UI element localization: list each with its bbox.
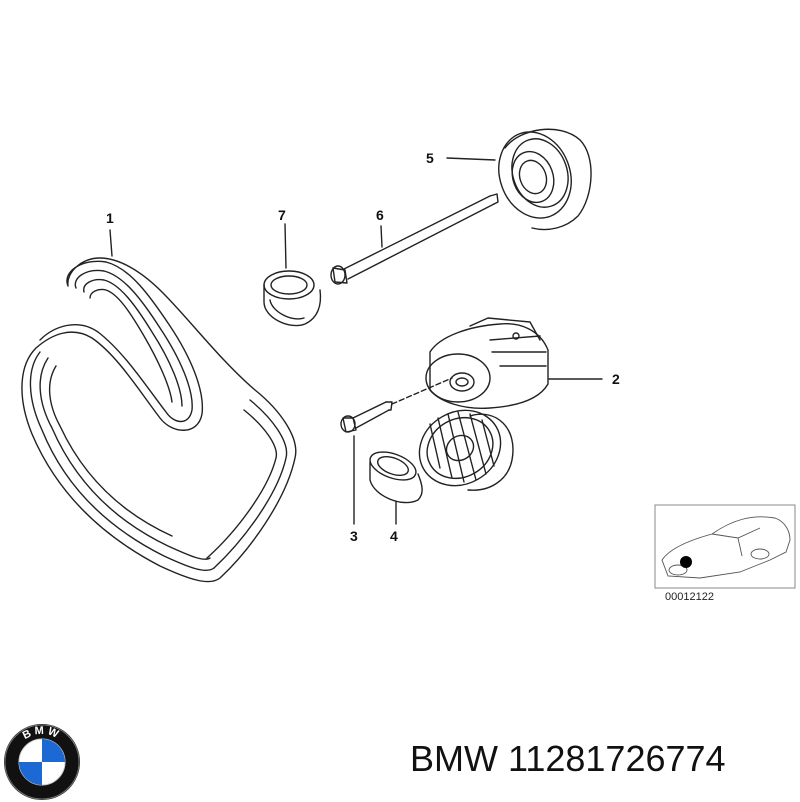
brand-name: BMW (410, 738, 498, 779)
callout-4: 4 (390, 528, 398, 544)
leader-line-6 (380, 225, 383, 248)
svg-text:BMW: BMW (21, 725, 63, 742)
tensioner-bolt-part-3 (340, 377, 453, 433)
tensioner-pulley-wheel (418, 409, 514, 491)
callout-3: 3 (350, 528, 358, 544)
callout-7: 7 (278, 207, 286, 223)
callout-6: 6 (376, 207, 384, 223)
part-number-label: BMW 11281726774 (410, 738, 726, 780)
callout-2: 2 (612, 371, 620, 387)
dust-cap-part-7 (263, 270, 322, 327)
location-marker (680, 556, 692, 568)
bmw-logo: BMW (4, 724, 80, 800)
thumbnail-code: 00012122 (665, 591, 714, 603)
belt-tensioner-part-2 (425, 317, 549, 410)
drive-belt-part-1 (21, 257, 297, 583)
leader-line-1 (109, 229, 113, 257)
callout-1: 1 (106, 210, 114, 226)
leader-line-5 (446, 157, 496, 161)
washer-cap-part-4 (369, 451, 423, 504)
leader-line-7 (284, 223, 287, 269)
part-number: 11281726774 (508, 738, 726, 779)
logo-text: BMW (21, 725, 60, 742)
callout-5: 5 (426, 150, 434, 166)
vehicle-location-thumbnail (654, 504, 796, 589)
idler-pulley-part-5 (498, 128, 592, 231)
long-bolt-part-6 (330, 193, 499, 285)
